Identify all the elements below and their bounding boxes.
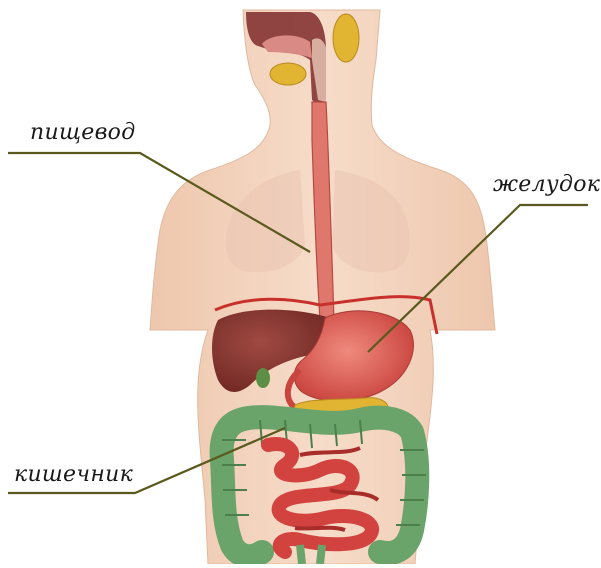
salivary-gland-parotid: [333, 14, 359, 62]
label-esophagus: пищевод: [30, 120, 135, 145]
gallbladder: [256, 368, 270, 388]
label-stomach: желудок: [493, 172, 600, 197]
label-intestine: кишечник: [14, 462, 133, 487]
salivary-gland-submandibular: [270, 63, 306, 85]
